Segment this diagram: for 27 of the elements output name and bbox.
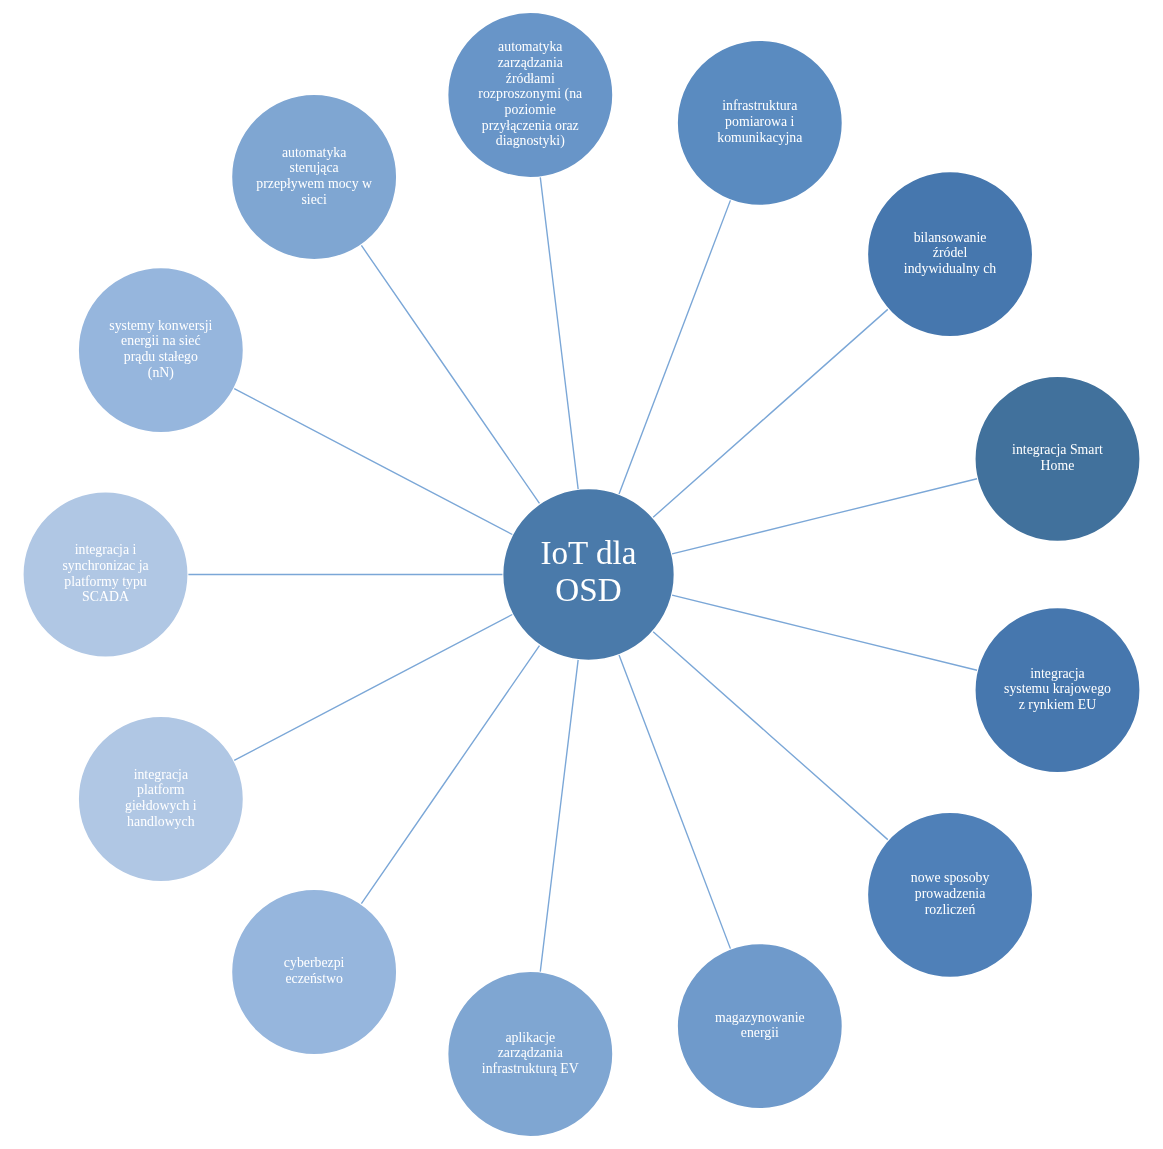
node-circle: systemy konwersji energii na sieć prądu stałego (nN) <box>77 266 245 434</box>
connector <box>233 387 513 536</box>
node-circle: infrastruktura pomiarowa i komunikacyjna <box>676 39 844 207</box>
connector <box>652 631 889 841</box>
node-circle: integracja platform giełdowych i handlowych <box>77 715 245 883</box>
node-circle: aplikacje zarządzania infrastrukturą EV <box>446 970 615 1138</box>
node-circle: automatyka zarządzania źródłami rozproszonymi (na poziomie przyłączenia oraz diagnostyki) <box>446 11 615 179</box>
connector <box>187 573 504 576</box>
connector <box>233 613 513 762</box>
connector <box>539 176 579 490</box>
node-circle: integracja Smart Home <box>973 375 1142 543</box>
node-circle: nowe sposoby prowadzenia rozliczeń <box>866 811 1034 979</box>
node-circle: magazynowanie energii <box>676 942 844 1110</box>
connector <box>652 308 889 518</box>
connector <box>539 659 579 973</box>
node-circle: bilansowanie źródel indywidualny ch <box>866 170 1034 338</box>
connector <box>360 644 541 905</box>
connector <box>671 478 978 555</box>
node-circle: cyberbezpi eczeństwo <box>230 888 398 1056</box>
node-circle: automatyka sterująca przepływem mocy w sieci <box>230 93 398 261</box>
node-circle: integracja i synchronizac ja platformy typu SCADA <box>21 490 190 659</box>
node-circle: integracja systemu krajowego z rynkiem EU <box>973 606 1142 774</box>
node-circle: IoT dla OSD <box>501 487 676 662</box>
connector <box>618 199 732 495</box>
connector <box>360 244 541 505</box>
connector <box>618 654 732 950</box>
connector <box>671 594 978 671</box>
